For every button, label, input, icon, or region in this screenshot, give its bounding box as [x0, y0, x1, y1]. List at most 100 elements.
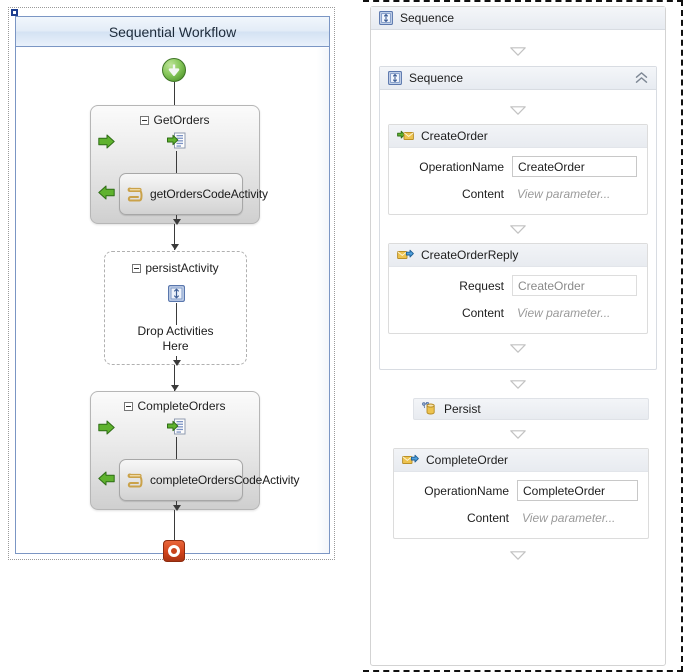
receive-message-icon: [167, 418, 186, 435]
drop-hint-line2: Here: [162, 339, 189, 353]
field-row: OperationName CompleteOrder: [394, 477, 648, 504]
connector-line: [174, 224, 175, 250]
green-arrow-left-icon: [98, 185, 115, 205]
drop-triangle-icon[interactable]: [388, 225, 648, 234]
inner-sequence-body[interactable]: CreateOrder OperationName CreateOrder Co…: [380, 90, 656, 369]
green-arrow-right-icon: [98, 420, 115, 440]
activity-title-row: GetOrders: [91, 106, 259, 127]
connector-arrowhead: [173, 219, 181, 225]
start-arrow-icon[interactable]: [162, 58, 186, 82]
chevron-double-up-icon[interactable]: [635, 72, 648, 84]
drop-triangle-icon[interactable]: [388, 106, 648, 115]
field-label: Content: [466, 510, 509, 525]
field-row: Request CreateOrder: [389, 272, 647, 299]
code-activity-icon: [127, 472, 144, 489]
receive-icon: [397, 130, 414, 142]
field-row: Content View parameter...: [389, 180, 647, 207]
send-reply-icon: [397, 249, 414, 261]
card-header[interactable]: CreateOrder: [389, 125, 647, 148]
content-view-parameter-link[interactable]: View parameter...: [517, 305, 611, 320]
operation-name-input[interactable]: CompleteOrder: [517, 480, 638, 501]
stop-ring: [168, 545, 180, 557]
drop-activities-hint: Drop Activities Here: [105, 324, 246, 354]
activity-title: persistActivity: [145, 261, 219, 275]
card-header[interactable]: CreateOrderReply: [389, 244, 647, 267]
activity-title-row: persistActivity: [105, 252, 246, 275]
collapse-toggle-icon[interactable]: [140, 115, 150, 125]
field-row: OperationName CreateOrder: [389, 153, 647, 180]
card-body: OperationName CreateOrder Content View p…: [389, 148, 647, 214]
activity-title-row: CompleteOrders: [91, 392, 259, 413]
field-row: Content View parameter...: [394, 504, 648, 531]
drop-triangle-icon[interactable]: [379, 47, 657, 56]
sequential-workflow-panel[interactable]: Sequential Workflow GetOrders: [8, 7, 335, 562]
drop-triangle-icon[interactable]: [379, 430, 657, 439]
code-activity-icon: [127, 186, 144, 203]
activity-title: GetOrders: [153, 113, 210, 127]
connector-line: [174, 510, 175, 542]
card-header[interactable]: CompleteOrder: [394, 449, 648, 472]
connector-line: [176, 437, 177, 460]
activity-complete-orders[interactable]: CompleteOrders: [90, 391, 300, 511]
sequence-icon: [379, 11, 393, 25]
field-label: Content: [461, 186, 504, 201]
drop-triangle-icon[interactable]: [388, 344, 648, 353]
connector-line: [174, 365, 175, 391]
request-input[interactable]: CreateOrder: [512, 275, 637, 296]
collapse-toggle-icon[interactable]: [124, 401, 134, 411]
activity-get-orders-code[interactable]: getOrdersCodeActivity: [119, 173, 268, 215]
collapse-toggle-icon[interactable]: [132, 263, 142, 273]
sequence-icon: [388, 71, 402, 85]
persist-title: Persist: [444, 402, 481, 416]
activity-complete-orders-code[interactable]: completeOrdersCodeActivity: [119, 459, 300, 501]
content-view-parameter-link[interactable]: View parameter...: [517, 186, 611, 201]
card-body: Request CreateOrder Content View paramet…: [389, 267, 647, 333]
drop-hint-line1: Drop Activities: [137, 324, 214, 338]
workflow-canvas[interactable]: GetOrders: [16, 48, 329, 562]
inner-sequence-title: Sequence: [409, 71, 464, 85]
field-row: Content View parameter...: [389, 299, 647, 326]
stop-icon[interactable]: [163, 540, 185, 562]
card-title: CreateOrderReply: [421, 248, 519, 262]
connector-arrowhead: [171, 244, 179, 250]
code-activity-label: getOrdersCodeActivity: [150, 186, 268, 201]
activity-card-create-order-reply[interactable]: CreateOrderReply Request CreateOrder Con…: [388, 243, 648, 334]
connector-arrowhead: [173, 360, 181, 366]
connector-line: [174, 82, 175, 123]
field-label: Content: [461, 305, 504, 320]
connector-line: [176, 501, 177, 508]
field-label: OperationName: [419, 159, 504, 174]
page-title: Sequential Workflow: [16, 17, 329, 47]
card-body: OperationName CompleteOrder Content View…: [394, 472, 648, 538]
wf4-sequence-panel[interactable]: Sequence Sequence: [370, 6, 666, 666]
connector-line: [176, 151, 177, 174]
activity-persist[interactable]: persistActivity Drop Activities Here: [104, 251, 247, 366]
code-activity-label: completeOrdersCodeActivity: [150, 472, 300, 487]
outer-sequence-body[interactable]: Sequence: [371, 30, 665, 574]
send-reply-icon: [402, 454, 419, 466]
field-label: Request: [459, 278, 504, 293]
card-title: CompleteOrder: [426, 453, 509, 467]
activity-card-create-order[interactable]: CreateOrder OperationName CreateOrder Co…: [388, 124, 648, 215]
green-arrow-right-icon: [98, 134, 115, 154]
activity-card-complete-order[interactable]: CompleteOrder OperationName CompleteOrde…: [393, 448, 649, 539]
activity-persist-bar[interactable]: Persist: [413, 398, 649, 420]
operation-name-input[interactable]: CreateOrder: [512, 156, 637, 177]
workflow-surface[interactable]: Sequential Workflow GetOrders: [15, 16, 330, 562]
selection-handle[interactable]: [11, 9, 18, 16]
drop-triangle-icon[interactable]: [379, 380, 657, 389]
outer-sequence-header[interactable]: Sequence: [371, 7, 665, 30]
inner-sequence-header[interactable]: Sequence: [380, 67, 656, 90]
drop-triangle-icon[interactable]: [379, 551, 657, 560]
activity-get-orders[interactable]: GetOrders: [90, 105, 268, 225]
persist-database-icon: [422, 402, 437, 416]
connector-arrowhead: [173, 505, 181, 511]
field-label: OperationName: [424, 483, 509, 498]
activity-title: CompleteOrders: [137, 399, 226, 413]
connector-line: [176, 215, 177, 222]
persist-icon: [168, 285, 185, 302]
inner-sequence[interactable]: Sequence: [379, 66, 657, 370]
content-view-parameter-link[interactable]: View parameter...: [522, 510, 616, 525]
connector-arrowhead: [171, 385, 179, 391]
